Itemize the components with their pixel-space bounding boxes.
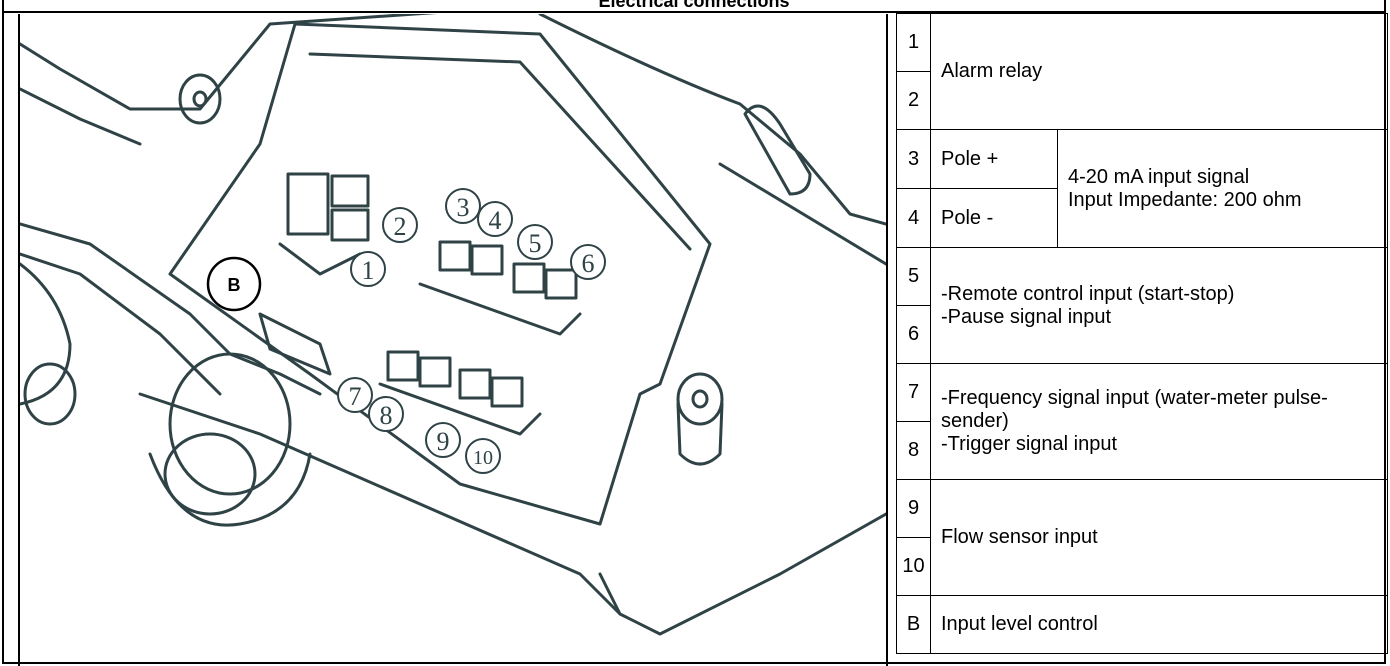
terminal-description: -Remote control input (start-stop) -Paus… — [930, 247, 1388, 364]
terminal-description: Flow sensor input — [930, 479, 1388, 596]
table-row: 3 Pole + 4-20 mA input signal Input Impe… — [896, 129, 1388, 248]
svg-text:2: 2 — [394, 212, 407, 241]
svg-text:6: 6 — [582, 249, 595, 278]
terminal-number: 8 — [896, 421, 931, 480]
terminal-number: 9 — [896, 479, 931, 538]
terminal-block-3-6 — [418, 240, 582, 336]
svg-text:3: 3 — [457, 193, 470, 222]
svg-text:9: 9 — [437, 427, 450, 456]
svg-text:4: 4 — [489, 206, 502, 235]
table-row: 2 — [896, 71, 1388, 130]
terminal-number: 7 — [896, 363, 931, 422]
terminal-number: B — [896, 595, 931, 654]
section-title-strip: Electrical connections — [2, 0, 1386, 13]
table-row: 1 Alarm relay — [896, 13, 1388, 130]
svg-text:5: 5 — [529, 229, 542, 258]
terminal-block-1-2 — [278, 172, 370, 276]
section-title: Electrical connections — [598, 0, 790, 11]
terminal-number: 6 — [896, 305, 931, 364]
terminal-b-label: B — [228, 275, 241, 295]
terminal-description: Input level control — [930, 595, 1388, 654]
table-row: 5 -Remote control input (start-stop) -Pa… — [896, 247, 1388, 364]
terminal-number: 4 — [896, 188, 931, 248]
connections-table: 1 Alarm relay 2 3 Pole + 4-20 mA input s… — [896, 13, 1388, 654]
terminal-block-7-10 — [378, 350, 542, 436]
terminal-number: 2 — [896, 71, 931, 130]
terminal-plate — [168, 22, 712, 526]
terminal-number: 1 — [896, 13, 931, 72]
svg-text:10: 10 — [473, 447, 493, 469]
table-row: 9 Flow sensor input — [896, 479, 1388, 596]
terminal-b-marker — [206, 256, 262, 312]
terminal-number: 10 — [896, 537, 931, 596]
svg-text:8: 8 — [380, 401, 393, 430]
terminal-number: 5 — [896, 247, 931, 306]
screw-post-top-left — [178, 73, 222, 125]
terminal-pole: Pole - — [930, 188, 1058, 248]
table-row: 6 — [896, 305, 1388, 364]
terminal-numbers — [337, 188, 606, 474]
terminal-number: 3 — [896, 129, 931, 189]
svg-text:1: 1 — [362, 256, 375, 285]
cable-gland — [148, 352, 312, 527]
terminal-description: -Frequency signal input (water-meter pul… — [930, 363, 1388, 480]
terminal-signal: 4-20 mA input signal Input Impedante: 20… — [1057, 129, 1388, 248]
table-row: B Input level control — [896, 595, 1388, 654]
table-row: 7 -Frequency signal input (water-meter p… — [896, 363, 1388, 480]
terminal-description: Alarm relay — [930, 13, 1388, 130]
terminal-pole: Pole + — [930, 129, 1058, 189]
table-row: 8 — [896, 421, 1388, 480]
svg-text:7: 7 — [349, 382, 362, 411]
screw-post-bottom-right — [676, 372, 724, 466]
table-row: 10 — [896, 537, 1388, 596]
screw-post-top-right — [743, 104, 812, 196]
